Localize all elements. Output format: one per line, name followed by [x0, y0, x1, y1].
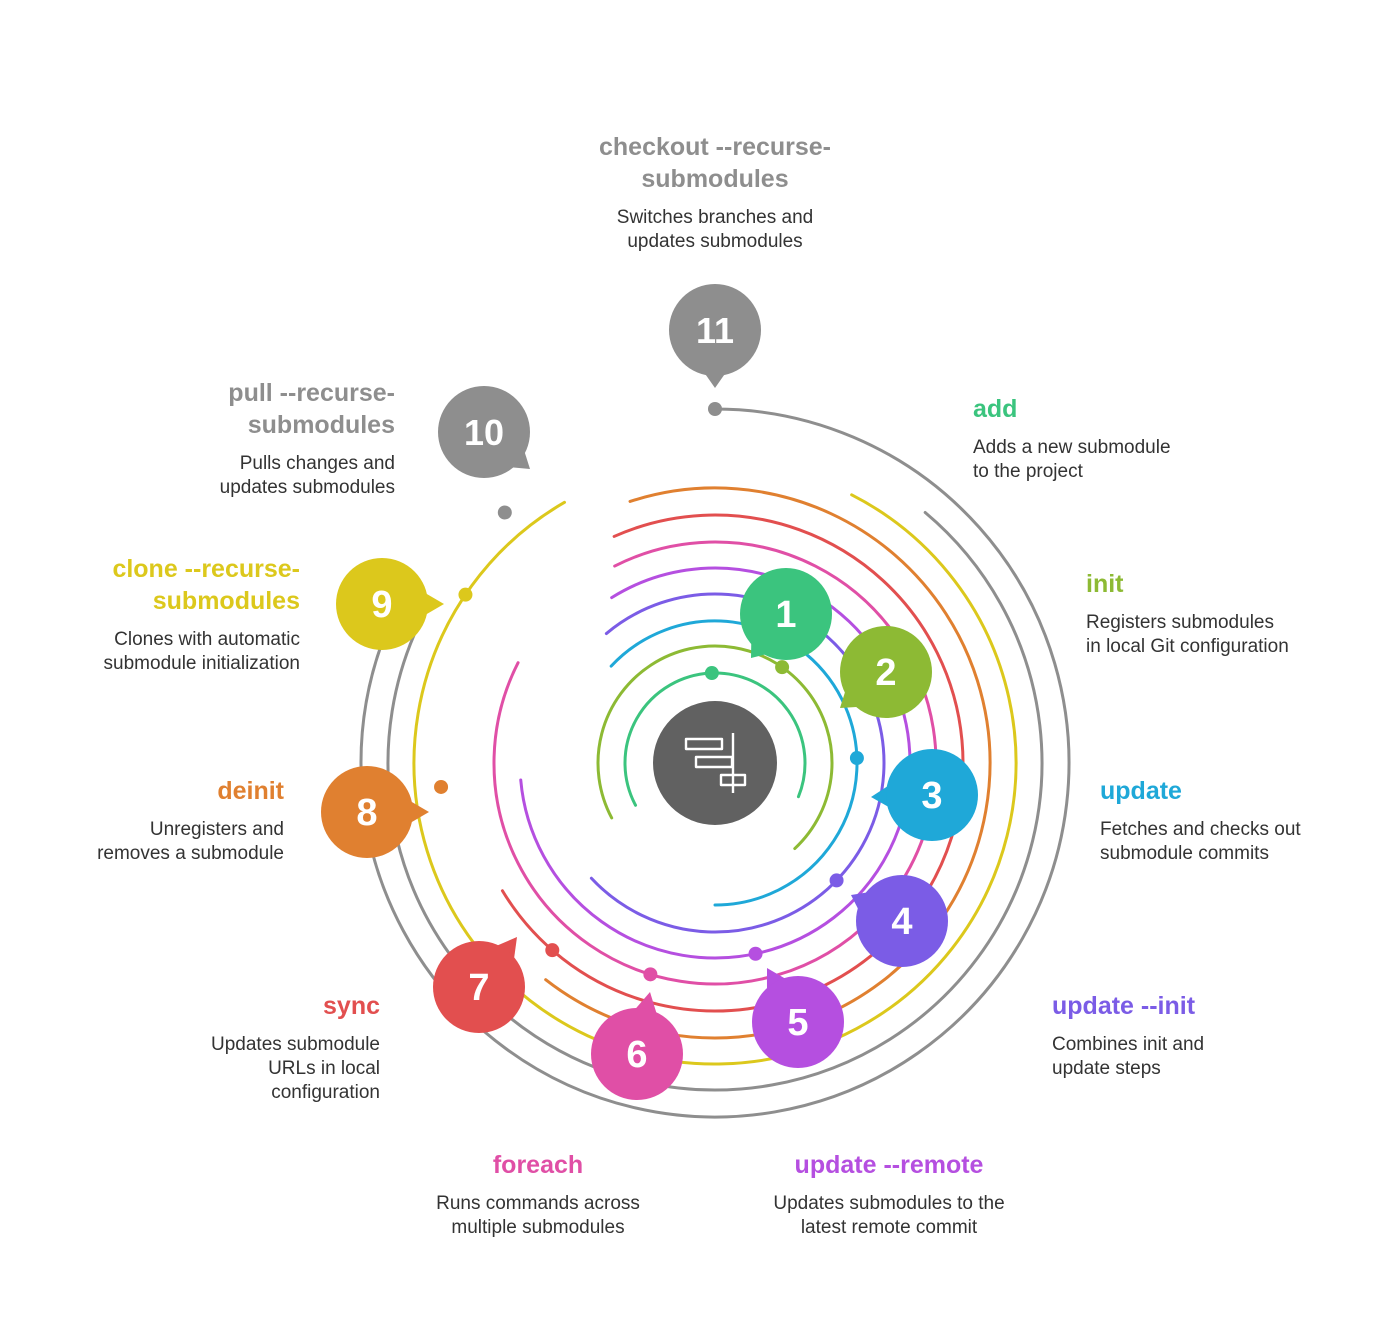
- ring-dot-8: [434, 779, 449, 794]
- badge-circle: [336, 558, 428, 650]
- step-title: checkout --recurse- submodules: [598, 133, 832, 193]
- badge-number: 1: [775, 594, 796, 636]
- badge-circle: [591, 1008, 683, 1100]
- step-label-add: add Adds a new submodule to the project: [973, 393, 1233, 484]
- step-badge-7: 7: [433, 937, 525, 1033]
- badge-number: 11: [696, 310, 734, 351]
- badge-number: 5: [787, 1002, 808, 1044]
- badge-circle: [438, 386, 530, 478]
- step-label-foreach: foreach Runs commands across multiple su…: [418, 1149, 658, 1240]
- badge-circle: [856, 875, 948, 967]
- step-title: clone --recurse- submodules: [112, 555, 300, 615]
- step-badge-10: 10: [438, 386, 530, 478]
- step-title: add: [973, 395, 1018, 423]
- ring-4: [589, 592, 886, 934]
- badge-number: 3: [921, 775, 942, 817]
- step-title: pull --recurse- submodules: [228, 379, 395, 439]
- step-description: Adds a new submodule to the project: [973, 437, 1171, 482]
- ring-7: [500, 513, 965, 1013]
- ring-2: [596, 644, 834, 851]
- badge-number: 10: [464, 412, 504, 453]
- badge-number: 7: [468, 967, 489, 1009]
- step-title: deinit: [217, 777, 284, 805]
- badge-circle: [433, 941, 525, 1033]
- ring-dot-6: [643, 967, 658, 982]
- ring-dot-7: [545, 943, 560, 958]
- step-description: Registers submodules in local Git config…: [1086, 612, 1289, 657]
- step-badge-8: 8: [321, 766, 429, 858]
- step-description: Unregisters and removes a submodule: [97, 819, 284, 864]
- step-badge-2: 2: [840, 626, 932, 718]
- ring-dots-layer: [434, 402, 864, 982]
- step-title: init: [1086, 570, 1124, 598]
- numbered-badges-layer: 1 2 3 4 5 6 7 8 9 10 11: [321, 284, 978, 1100]
- step-label-sync: sync Updates submodule URLs in local con…: [160, 990, 380, 1105]
- ring-dot-2: [775, 660, 790, 675]
- step-label-clone-recurse-submodules: clone --recurse- submodules Clones with …: [40, 553, 300, 676]
- step-label-update-remote: update --remote Updates submodules to th…: [750, 1149, 1028, 1240]
- ring-dot-5: [748, 946, 763, 961]
- step-title: sync: [323, 992, 380, 1020]
- step-label-deinit: deinit Unregisters and removes a submodu…: [64, 775, 284, 866]
- ring-dot-3: [849, 751, 864, 766]
- step-badge-1: 1: [740, 568, 832, 660]
- step-badge-11: 11: [669, 284, 761, 388]
- step-label-update-init: update --init Combines init and update s…: [1052, 990, 1332, 1081]
- badge-circle: [321, 766, 413, 858]
- step-title: update --init: [1052, 992, 1196, 1020]
- ring-dot-9: [458, 587, 473, 602]
- step-title: foreach: [492, 1151, 584, 1179]
- badge-circle: [740, 568, 832, 660]
- step-badge-4: 4: [851, 875, 948, 967]
- step-label-checkout-recurse-submodules: checkout --recurse- submodules Switches …: [545, 131, 885, 254]
- step-description: Runs commands across multiple submodules: [436, 1193, 640, 1238]
- step-title: update: [1100, 777, 1182, 805]
- step-badge-9: 9: [336, 558, 444, 650]
- badge-number: 8: [356, 792, 377, 834]
- ring-dot-11: [708, 402, 722, 416]
- step-title: update --remote: [794, 1151, 984, 1179]
- step-description: Pulls changes and updates submodules: [219, 453, 395, 498]
- step-description: Fetches and checks out submodule commits: [1100, 819, 1301, 864]
- step-badge-6: 6: [591, 992, 683, 1100]
- ring-9: [412, 493, 1018, 1066]
- center-hub: [653, 701, 777, 825]
- ring-11: [359, 407, 1071, 1119]
- step-badge-3: 3: [871, 749, 978, 841]
- git-branch-structure-icon: [684, 733, 747, 793]
- step-label-init: init Registers submodules in local Git c…: [1086, 568, 1386, 659]
- badge-number: 4: [891, 901, 912, 943]
- step-description: Updates submodules to the latest remote …: [773, 1193, 1005, 1238]
- badge-circle: [840, 626, 932, 718]
- badge-number: 6: [626, 1034, 647, 1076]
- step-description: Clones with automatic submodule initiali…: [103, 629, 300, 674]
- ring-dot-10: [497, 505, 512, 520]
- ring-dot-1: [704, 666, 719, 681]
- center-circle: [653, 701, 777, 825]
- badge-number: 2: [875, 652, 896, 694]
- step-label-update: update Fetches and checks out submodule …: [1100, 775, 1390, 866]
- badge-circle: [886, 749, 978, 841]
- step-description: Combines init and update steps: [1052, 1034, 1205, 1079]
- ring-8: [544, 486, 992, 1040]
- badge-number: 9: [371, 584, 392, 626]
- step-description: Switches branches and updates submodules: [616, 207, 814, 252]
- step-badge-5: 5: [752, 968, 844, 1068]
- badge-circle: [669, 284, 761, 376]
- ring-dot-4: [829, 873, 844, 888]
- step-label-pull-recurse-submodules: pull --recurse- submodules Pulls changes…: [135, 377, 395, 500]
- step-description: Updates submodule URLs in local configur…: [211, 1034, 380, 1103]
- badge-circle: [752, 976, 844, 1068]
